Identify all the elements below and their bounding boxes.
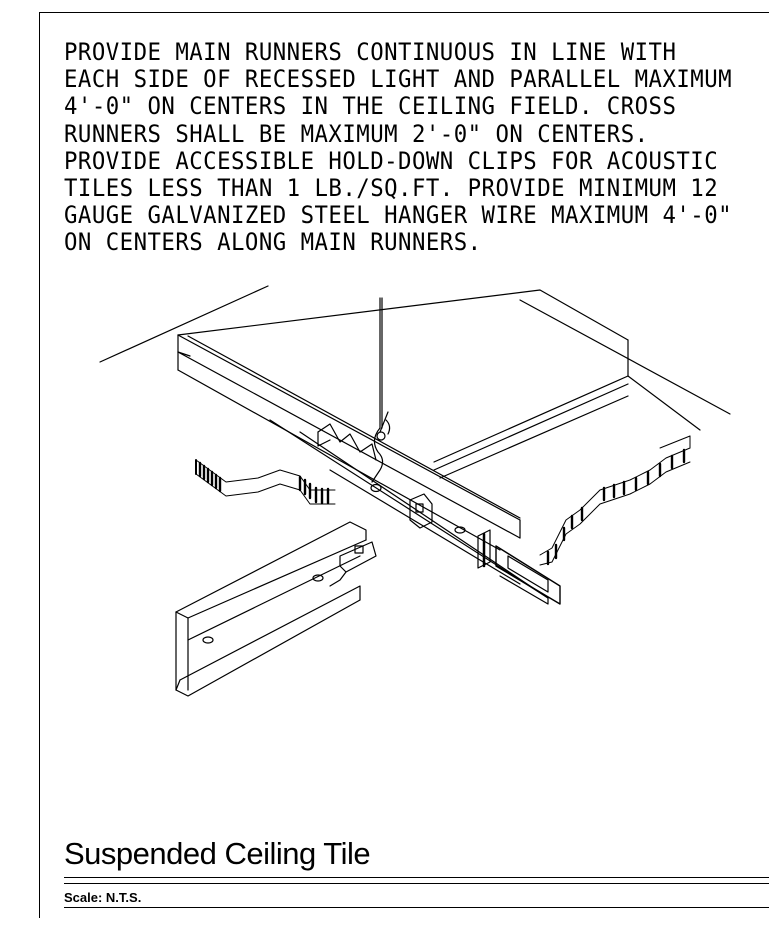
tile-edge-hatching [198, 448, 686, 566]
note-line: RUNNERS SHALL BE MAXIMUM 2'-0" ON CENTER… [64, 118, 649, 148]
note-line: PROVIDE ACCESSIBLE HOLD-DOWN CLIPS FOR A… [64, 145, 719, 175]
note-line: GAUGE GALVANIZED STEEL HANGER WIRE MAXIM… [64, 200, 733, 230]
title-underline [64, 877, 769, 878]
note-line: TILES LESS THAN 1 LB./SQ.FT. PROVIDE MIN… [64, 173, 719, 203]
note-line: ON CENTERS ALONG MAIN RUNNERS. [64, 227, 482, 257]
sheet-border-top [39, 12, 769, 13]
cross-tee [175, 521, 377, 697]
ceiling-tile-outlines [99, 285, 731, 431]
hanger-wire [370, 297, 391, 493]
note-line: PROVIDE MAIN RUNNERS CONTINUOUS IN LINE … [64, 37, 677, 66]
runner-slots [202, 423, 466, 644]
sheet-border-left [39, 12, 40, 918]
tile-break-lines [195, 435, 691, 566]
note-line: 4'-0" ON CENTERS IN THE CEILING FIELD. C… [64, 91, 677, 121]
detail-title: Suspended Ceiling Tile [64, 836, 371, 871]
sheet-bottom-line [64, 907, 769, 908]
main-runner [177, 334, 549, 605]
cross-runner [433, 375, 629, 479]
title-underline-secondary [64, 883, 769, 884]
specification-notes: PROVIDE MAIN RUNNERS CONTINUOUS IN LINE … [64, 38, 769, 256]
scale-note: Scale: N.T.S. [64, 890, 142, 905]
splice-clip [409, 493, 561, 605]
